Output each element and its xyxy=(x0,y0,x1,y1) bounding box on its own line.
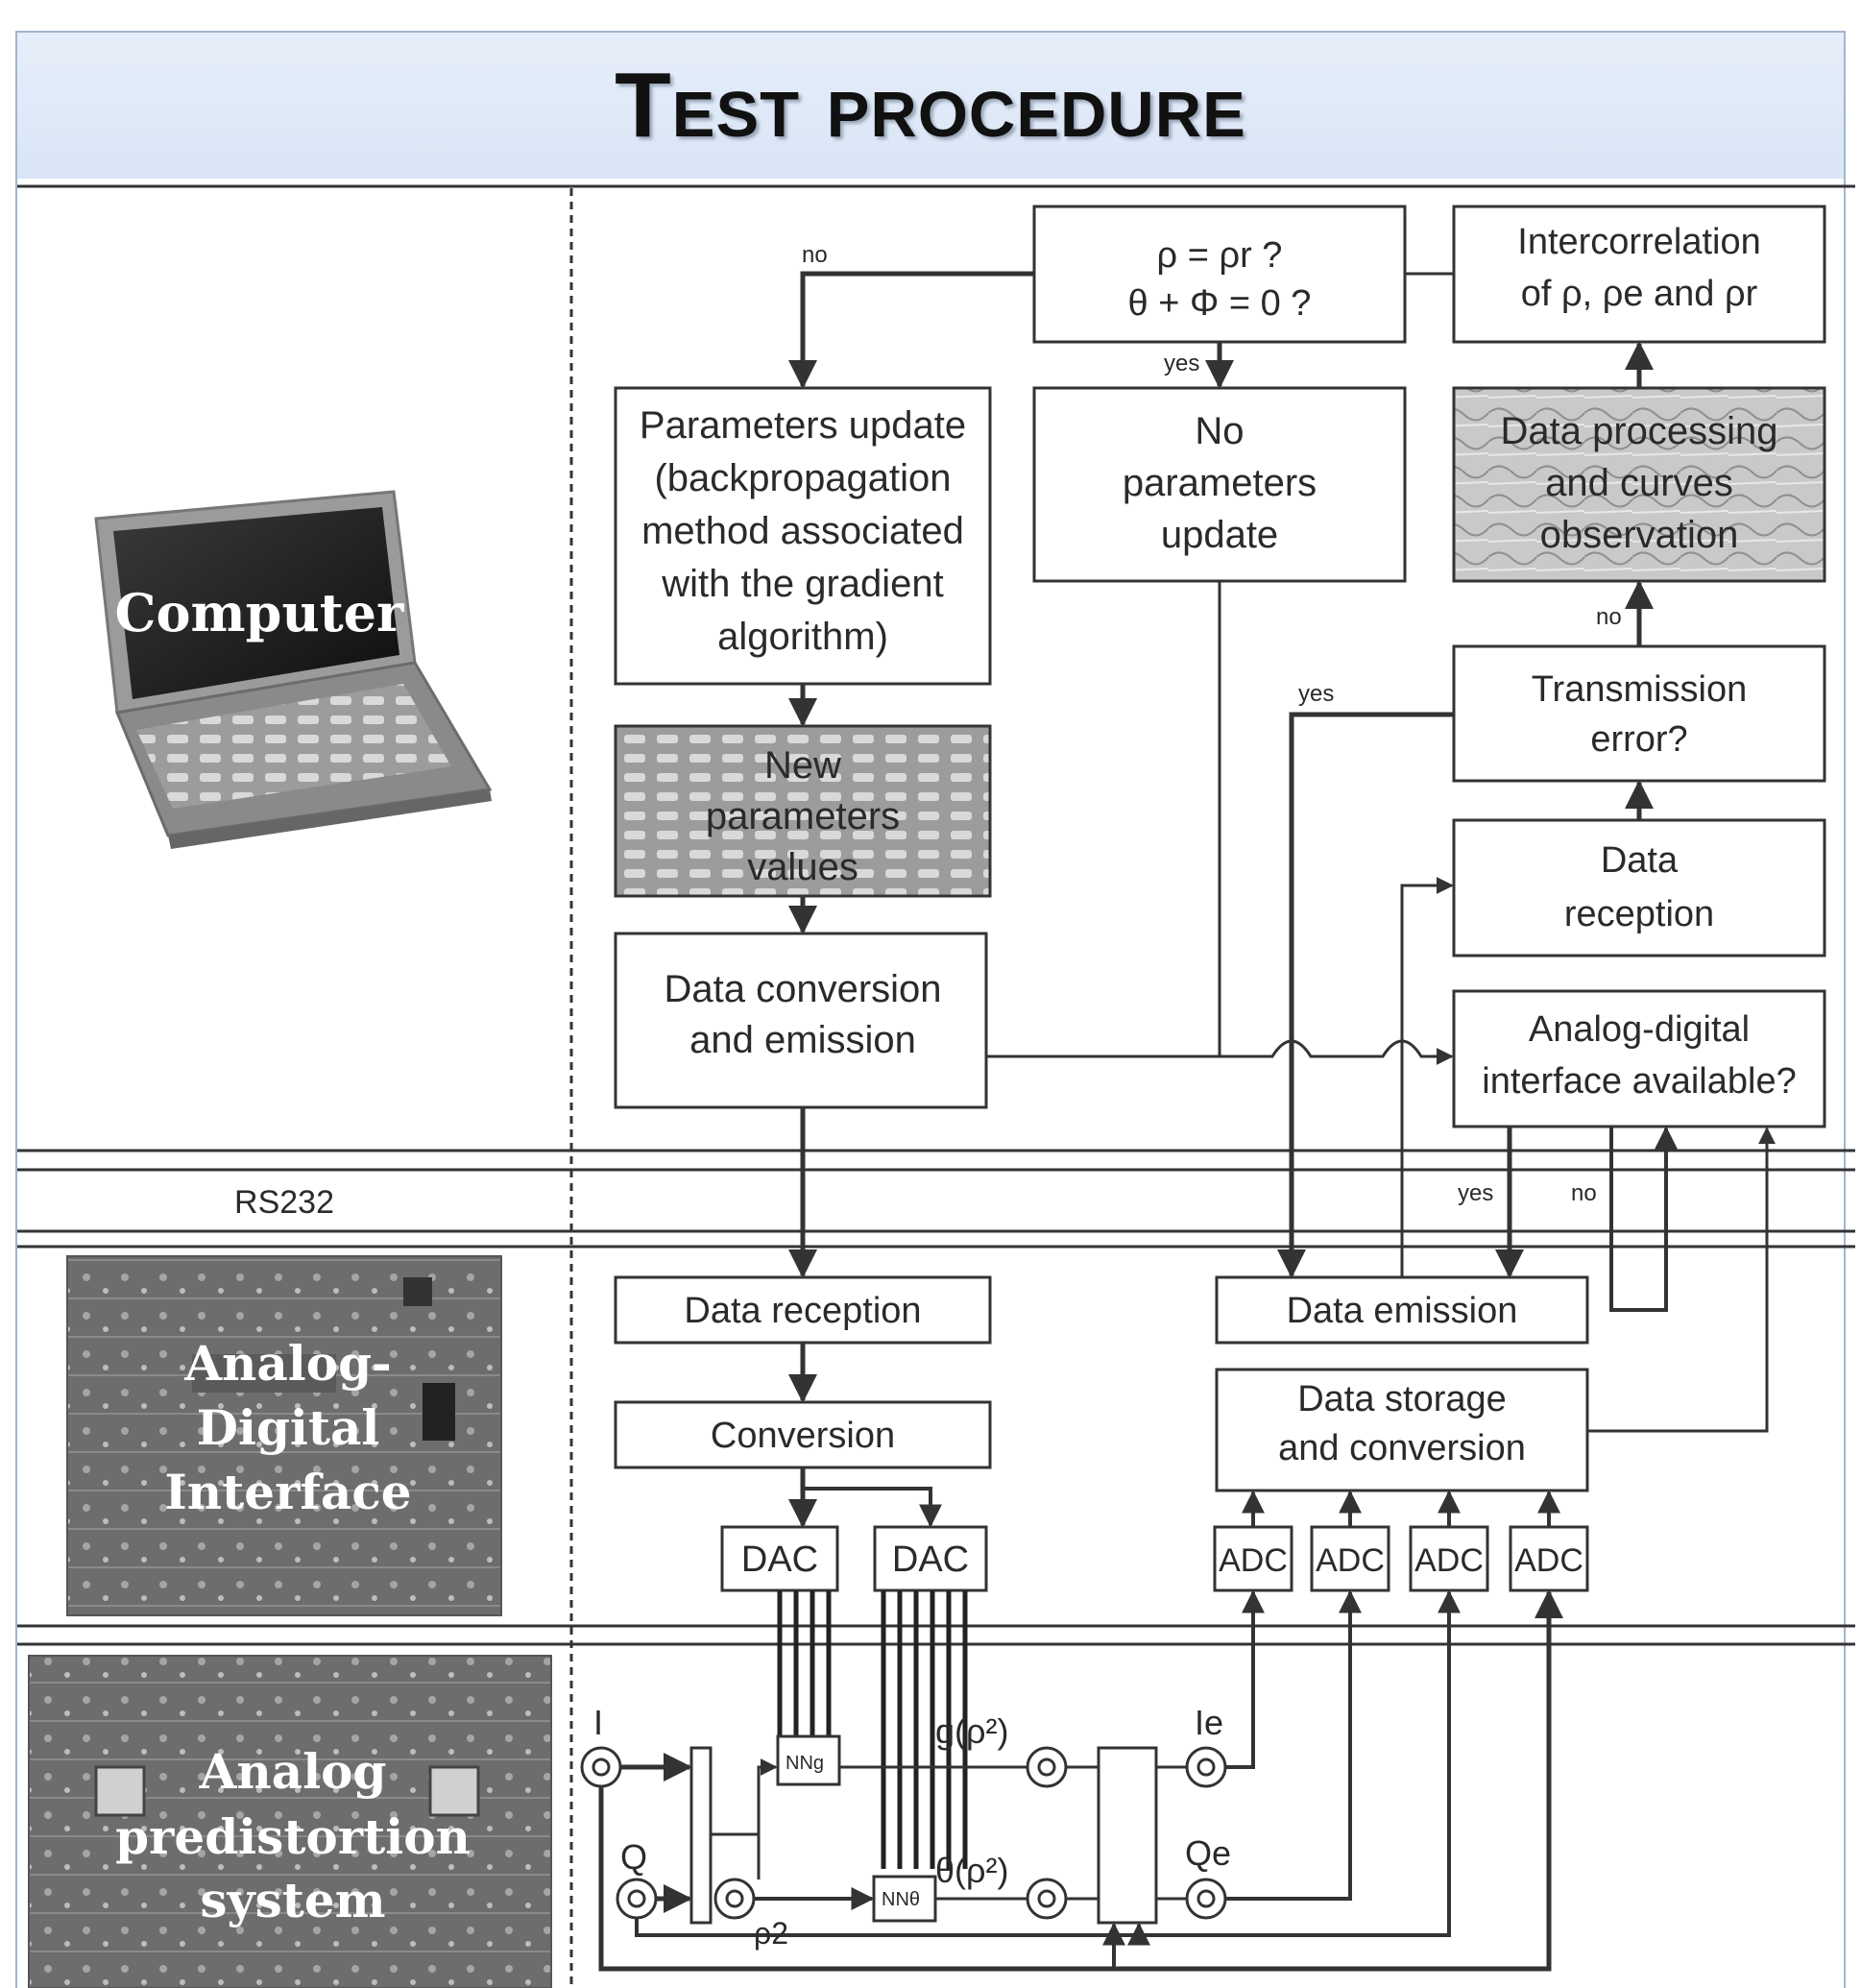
adc-label-3: ADC xyxy=(1414,1542,1484,1579)
arrow-emission-interface xyxy=(986,1039,1454,1065)
signal-g-rho: g(ρ²) xyxy=(935,1711,1008,1751)
predistortion-board-image: Analog predistortion system xyxy=(28,1655,552,1988)
interface-label-1: Analog- xyxy=(183,1335,392,1392)
row-separators xyxy=(17,184,1855,1646)
data-emission-text: Data emission xyxy=(1287,1291,1518,1331)
page-title: Test procedure xyxy=(615,54,1246,157)
label-no-2: no xyxy=(1596,604,1622,630)
transmission-error-line-2: error? xyxy=(1590,719,1687,760)
new-params-box xyxy=(614,724,992,898)
computer-label: Computer xyxy=(115,582,404,643)
conversion-box xyxy=(614,1400,992,1469)
new-params-line-1: New xyxy=(764,744,841,787)
label-yes-2: yes xyxy=(1298,681,1334,707)
conversion-text: Conversion xyxy=(711,1416,895,1456)
data-conversion-line-2: and emission xyxy=(689,1019,916,1061)
predistortion-circuit xyxy=(580,1589,1563,1972)
label-no-3: no xyxy=(1571,1180,1597,1206)
arrow-storage-interface xyxy=(1587,1127,1776,1433)
signal-rho2: ρ2 xyxy=(754,1916,788,1951)
no-params-line-1: No xyxy=(1195,410,1244,452)
rs232-label: RS232 xyxy=(234,1184,334,1221)
interface-label-2: Digital xyxy=(197,1399,380,1456)
laptop-image: Computer xyxy=(94,490,493,849)
data-reception-mid-text: Data reception xyxy=(684,1291,921,1331)
arrow-conversion-dac2 xyxy=(803,1487,942,1528)
dac-bus-lines xyxy=(777,1590,968,1869)
data-reception-top-line-1: Data xyxy=(1601,840,1679,881)
predistortion-label-2: predistortion xyxy=(115,1808,471,1865)
condition-line-1: ρ = ρr ? xyxy=(1157,235,1283,276)
title-bar: Test procedure xyxy=(17,33,1844,179)
intercorrelation-line-2: of ρ, ρe and ρr xyxy=(1521,274,1758,314)
data-emission-box xyxy=(1215,1275,1589,1345)
condition-line-2: θ + Φ = 0 ? xyxy=(1128,283,1312,324)
arrow-condition-no xyxy=(788,271,1034,389)
label-yes-1: yes xyxy=(1164,351,1199,376)
interface-available-line-1: Analog-digital xyxy=(1529,1009,1750,1050)
label-no-1: no xyxy=(802,242,828,268)
data-processing-line-2: and curves xyxy=(1545,462,1733,504)
no-params-update-box xyxy=(1032,386,1407,583)
data-reception-mid-box xyxy=(614,1275,992,1345)
data-reception-top-box xyxy=(1452,818,1826,958)
transmission-error-box xyxy=(1452,644,1826,783)
params-update-line-1: Parameters update xyxy=(640,404,966,447)
data-storage-line-1: Data storage xyxy=(1297,1379,1507,1419)
adc-label-2: ADC xyxy=(1316,1542,1385,1579)
label-yes-3: yes xyxy=(1458,1180,1493,1206)
nntheta-label: NNθ xyxy=(882,1889,920,1910)
adc-label-4: ADC xyxy=(1514,1542,1583,1579)
data-conversion-line-1: Data conversion xyxy=(664,968,941,1010)
signal-qe: Qe xyxy=(1185,1833,1231,1873)
data-conversion-emission-box xyxy=(614,932,988,1109)
data-processing-line-1: Data processing xyxy=(1500,410,1777,452)
nng-label: NNg xyxy=(785,1753,824,1774)
intercorrelation-line-1: Intercorrelation xyxy=(1517,222,1760,262)
signal-ie: Ie xyxy=(1195,1703,1223,1742)
dac-label-1: DAC xyxy=(741,1539,818,1580)
data-processing-line-3: observation xyxy=(1540,514,1739,556)
adc-label-1: ADC xyxy=(1219,1542,1288,1579)
params-update-line-4: with the gradient xyxy=(661,563,944,605)
new-params-line-3: values xyxy=(747,846,858,888)
no-params-line-2: parameters xyxy=(1123,462,1317,504)
intercorrelation-box xyxy=(1452,205,1826,344)
interface-available-line-2: interface available? xyxy=(1482,1061,1796,1102)
interface-label-3: Interface xyxy=(164,1464,411,1520)
no-params-line-3: update xyxy=(1161,514,1278,556)
params-update-line-3: method associated xyxy=(641,510,964,552)
interface-available-box xyxy=(1452,989,1826,1128)
predistortion-label-3: system xyxy=(200,1872,385,1928)
signal-i: I xyxy=(593,1703,603,1742)
new-params-line-2: parameters xyxy=(706,795,900,837)
data-reception-top-line-2: reception xyxy=(1564,894,1714,934)
dac-label-2: DAC xyxy=(892,1539,969,1580)
predistortion-label-1: Analog xyxy=(199,1743,387,1800)
params-update-line-2: (backpropagation xyxy=(654,457,951,499)
arrow-emission-reception xyxy=(1400,877,1454,1277)
arrow-transmission-yes xyxy=(1277,712,1454,1278)
interface-board-image: Analog- Digital Interface xyxy=(66,1255,502,1616)
arrow-interface-no xyxy=(1609,1126,1678,1312)
data-storage-box xyxy=(1215,1368,1589,1492)
signal-theta-rho: θ(ρ²) xyxy=(935,1851,1008,1890)
params-update-line-5: algorithm) xyxy=(717,616,888,658)
data-storage-line-2: and conversion xyxy=(1278,1428,1526,1468)
data-processing-box xyxy=(1452,386,1826,583)
transmission-error-line-1: Transmission xyxy=(1532,669,1748,710)
signal-q: Q xyxy=(620,1837,647,1877)
